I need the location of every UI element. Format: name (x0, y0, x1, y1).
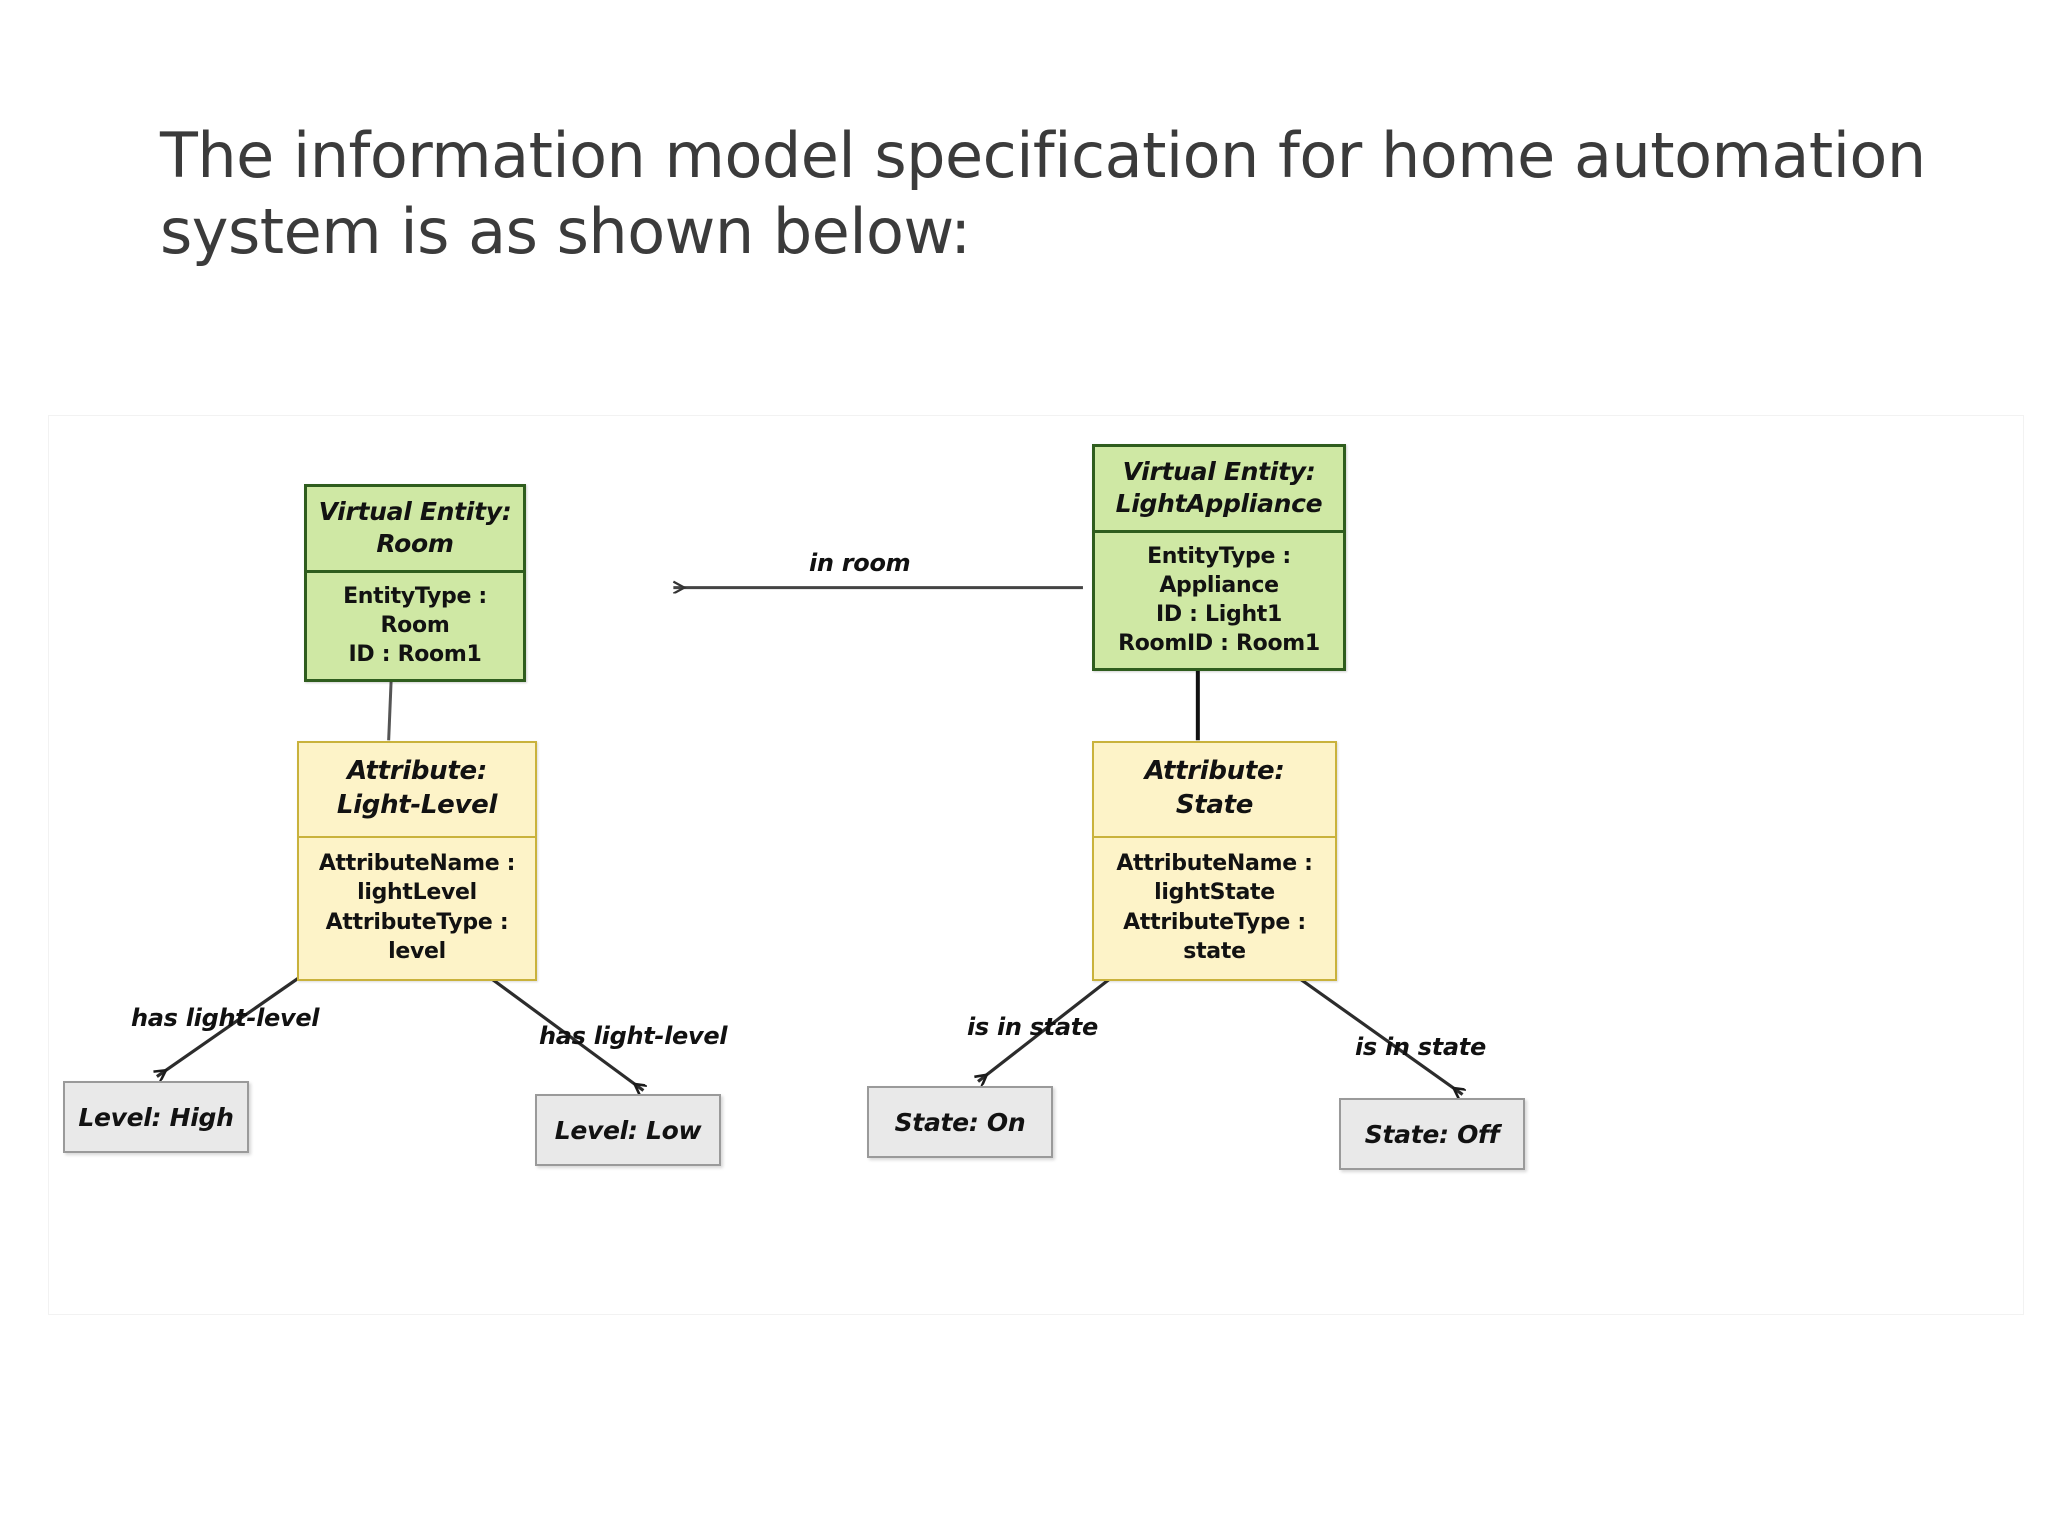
page-title: The information model specification for … (160, 119, 1926, 268)
node-value-state-on[interactable]: State: On (867, 1086, 1053, 1158)
light-level-attributetype: AttributeType : level (325, 909, 509, 964)
edge-label-has-light-level-low: has light-level (539, 1022, 728, 1050)
state-header-kind: Attribute: (1144, 756, 1285, 786)
room-header-name: Room (376, 529, 454, 558)
room-header: Virtual Entity: Room (307, 487, 523, 573)
state-header: Attribute: State (1094, 743, 1335, 838)
state-attributename: AttributeName : lightState (1116, 850, 1313, 906)
lightappliance-attribute-entitytype: EntityType : Appliance (1147, 544, 1291, 599)
lightappliance-attribute-roomid: RoomID : Room1 (1118, 631, 1320, 657)
level-low-label: Level: Low (554, 1115, 702, 1145)
lightappliance-attribute-id: ID : Light1 (1155, 602, 1283, 628)
state-header-name: State (1175, 789, 1254, 820)
light-level-header-name: Light-Level (336, 789, 498, 820)
node-value-state-off[interactable]: State: Off (1339, 1098, 1525, 1170)
lightappliance-header-name: LightAppliance (1115, 489, 1323, 518)
node-value-level-low[interactable]: Level: Low (535, 1094, 721, 1166)
state-on-label: State: On (894, 1107, 1026, 1137)
light-level-header-kind: Attribute: (347, 756, 487, 786)
node-virtual-entity-lightappliance[interactable]: Virtual Entity: LightAppliance EntityTyp… (1092, 444, 1346, 672)
edge-label-is-in-state-off: is in state (1355, 1033, 1486, 1061)
light-level-attributename: AttributeName : lightLevel (318, 850, 516, 906)
state-attributes: AttributeName : lightState AttributeType… (1094, 838, 1335, 980)
node-attribute-light-level[interactable]: Attribute: Light-Level AttributeName : l… (297, 741, 537, 982)
lightappliance-attributes: EntityType : Appliance ID : Light1 RoomI… (1095, 533, 1343, 668)
room-header-kind: Virtual Entity: (318, 497, 512, 526)
state-off-label: State: Off (1364, 1119, 1500, 1149)
node-virtual-entity-room[interactable]: Virtual Entity: Room EntityType : Room I… (304, 484, 526, 683)
information-model-diagram: Virtual Entity: Room EntityType : Room I… (48, 415, 2024, 1315)
lightappliance-header: Virtual Entity: LightAppliance (1095, 447, 1343, 533)
room-attribute-entitytype: EntityType : Room (343, 584, 487, 639)
light-level-header: Attribute: Light-Level (299, 743, 535, 838)
node-value-level-high[interactable]: Level: High (63, 1081, 249, 1153)
node-attribute-state[interactable]: Attribute: State AttributeName : lightSt… (1092, 741, 1337, 982)
light-level-attributes: AttributeName : lightLevel AttributeType… (299, 838, 535, 980)
state-attributetype: AttributeType : state (1123, 909, 1306, 964)
edge-label-has-light-level-high: has light-level (131, 1004, 320, 1032)
level-high-label: Level: High (78, 1102, 234, 1132)
room-attributes: EntityType : Room ID : Room1 (307, 573, 523, 679)
room-attribute-id: ID : Room1 (348, 642, 482, 668)
edge-label-is-in-state-on: is in state (967, 1013, 1098, 1041)
edge-label-in-room: in room (809, 549, 911, 577)
lightappliance-header-kind: Virtual Entity: (1122, 457, 1316, 486)
